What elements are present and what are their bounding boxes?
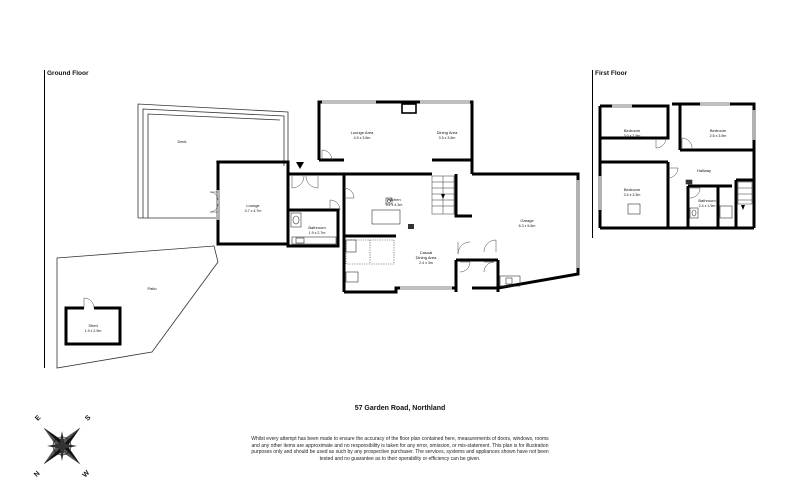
compass-w: W — [82, 469, 92, 479]
first-floor-title: First Floor — [595, 70, 628, 77]
first-bedroom1-dims: 3.0 x 2.9m — [624, 134, 641, 138]
fireplace — [401, 103, 417, 114]
first-bathroom-label: Bathroom — [698, 198, 716, 203]
first-bedroom2-dims: 2.6 x 3.9m — [710, 134, 727, 138]
shed — [64, 297, 122, 346]
lounge-area-dims: 4.5 x 3.6m — [354, 136, 371, 140]
casual-dining-label-1: Casual — [420, 250, 433, 255]
lounge-area-label: Lounge Area — [351, 130, 374, 135]
compass-s: S — [84, 414, 92, 422]
first-bedroom3-dims: 3.4 x 3.3m — [624, 193, 641, 197]
lounge-label: Lounge — [246, 203, 260, 208]
shed-label: Shed — [88, 323, 97, 328]
disclaimer-text: Whilst every attempt has been made to en… — [251, 436, 549, 462]
compass-e: E — [34, 414, 42, 422]
bathroom-dims: 1.9 x 2.7m — [309, 231, 326, 235]
dining-area-label: Dining Area — [437, 130, 458, 135]
garage-fittings — [499, 275, 521, 287]
garage-label: Garage — [520, 218, 534, 223]
kitchen-dims: 5.1 x 4.3m — [386, 203, 403, 207]
patio-label: Patio — [147, 286, 157, 291]
casual-dining-label-2: Dining Area — [416, 255, 437, 260]
first-floor-rule — [592, 70, 593, 238]
garage-dims: 6.3 x 5.6m — [519, 224, 536, 228]
dining-area-dims: 3.5 x 3.6m — [439, 136, 456, 140]
ground-floor-title: Ground Floor — [47, 70, 89, 77]
entry-arrow-icon — [296, 162, 304, 169]
first-bedroom2-label: Bedroom — [710, 128, 727, 133]
first-bedroom1-label: Bedroom — [624, 128, 641, 133]
first-hallway-marks — [685, 179, 693, 185]
bathroom-walls — [286, 208, 340, 248]
garage-walls — [472, 172, 580, 290]
shed-dims: 1.9 x 2.9m — [85, 329, 102, 333]
property-address: 57 Garden Road, Northland — [354, 405, 446, 412]
first-bathroom-fittings — [689, 205, 733, 219]
first-bedroom3-label: Bedroom — [624, 187, 641, 192]
stairs-arrow-icon — [441, 194, 445, 199]
first-bathroom-dims: 2.4 x 1.9m — [699, 204, 716, 208]
deck-label: Deck — [177, 139, 186, 144]
first-floor-bed-icon — [627, 203, 641, 215]
patio — [56, 245, 219, 369]
kitchen-fittings — [345, 197, 401, 283]
compass-rose-icon: E S N W — [33, 414, 93, 479]
first-floor-stairs — [737, 181, 753, 205]
compass-n: N — [33, 470, 42, 479]
first-stairs-arrow-icon — [741, 205, 745, 210]
ground-floor-rule — [44, 70, 45, 368]
first-floor-walls — [598, 102, 756, 230]
first-hallway-label: Hallway — [697, 168, 711, 173]
bathroom-label: Bathroom — [308, 225, 326, 230]
casual-dining-dims: 2.4 x 3m — [419, 261, 433, 265]
lounge-area-walls — [317, 100, 474, 174]
kitchen-label: Kitchen — [387, 197, 400, 202]
lounge-dims: 3.7 x 4.7m — [245, 209, 262, 213]
bathroom-fittings — [290, 212, 337, 245]
